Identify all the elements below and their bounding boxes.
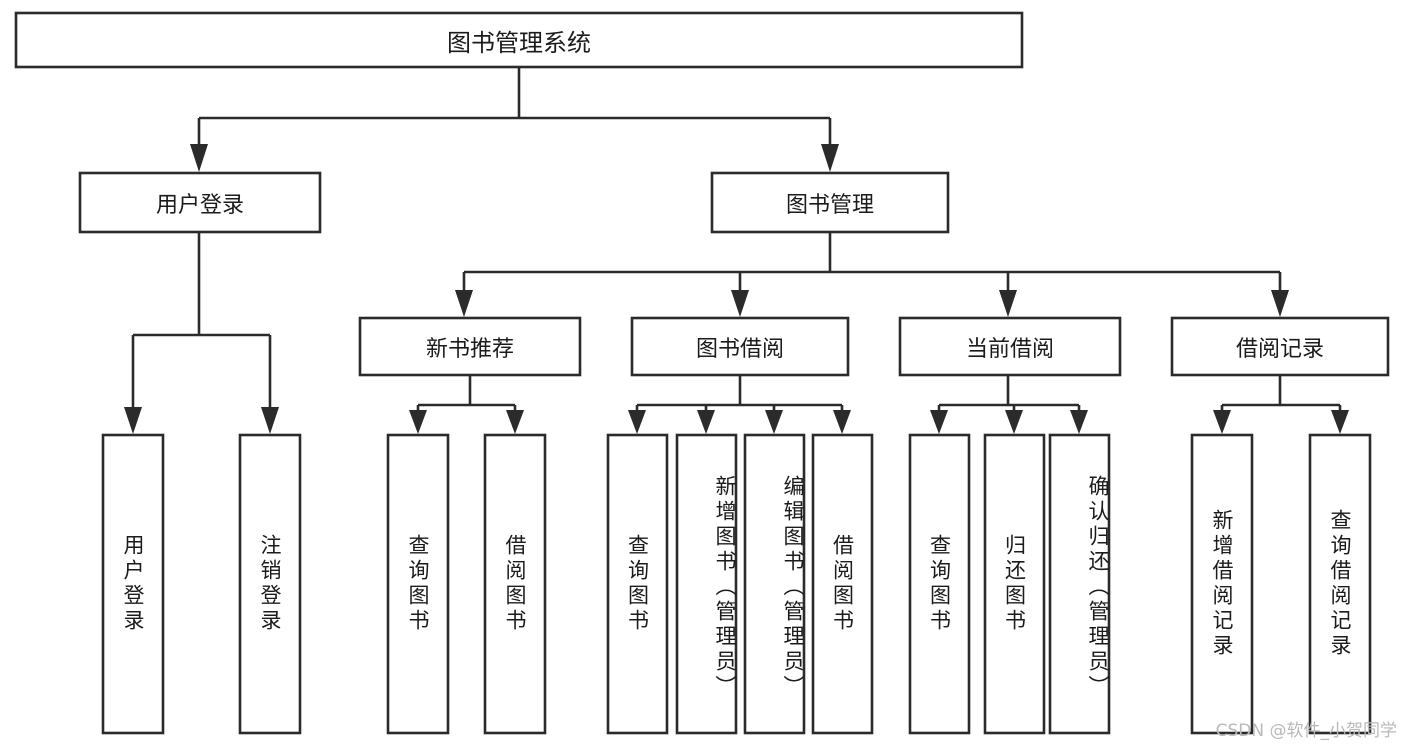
node-box-leaf-current-borrow-2[interactable] bbox=[1048, 433, 1111, 735]
watermark-text: CSDN @软件_小贺同学 bbox=[1215, 721, 1397, 741]
node-box-leaf-book-borrow-1[interactable] bbox=[675, 433, 738, 735]
node-box-leaf-book-borrow-3[interactable] bbox=[811, 433, 874, 735]
connector-book-manage-to-level3 bbox=[455, 232, 1289, 317]
node-box-leaf-current-borrow-0[interactable] bbox=[908, 433, 971, 735]
arrow-head-leaf-user-login-0 bbox=[124, 407, 142, 434]
arrow-head-leaf-book-borrow-3 bbox=[833, 410, 851, 434]
node-box-current-borrow[interactable] bbox=[898, 316, 1122, 377]
arrow-head-new-book-recommend bbox=[455, 290, 473, 317]
arrow-head-leaf-current-borrow-2 bbox=[1070, 410, 1088, 434]
arrow-head-leaf-current-borrow-0 bbox=[930, 410, 948, 434]
arrow-head-borrow-record bbox=[1271, 290, 1289, 317]
connector-book-borrow-to-leaves bbox=[628, 375, 851, 434]
node-box-book-borrow[interactable] bbox=[630, 316, 850, 377]
node-box-leaf-new-book-0[interactable] bbox=[386, 433, 450, 735]
node-box-book-manage[interactable] bbox=[710, 171, 950, 234]
node-box-leaf-borrow-record-0[interactable] bbox=[1190, 433, 1254, 735]
connector-root-to-level2 bbox=[190, 67, 839, 172]
connector-new-book-to-leaves bbox=[409, 375, 524, 434]
connector-borrow-record-to-leaves bbox=[1213, 375, 1349, 434]
node-box-leaf-borrow-record-1[interactable] bbox=[1308, 433, 1372, 735]
node-box-root[interactable] bbox=[14, 11, 1024, 69]
arrow-head-leaf-current-borrow-1 bbox=[1005, 410, 1023, 434]
arrow-head-book-manage bbox=[821, 144, 839, 172]
arrow-head-leaf-user-login-1 bbox=[261, 407, 279, 434]
connector-user-login-to-leaves bbox=[124, 232, 279, 434]
arrow-head-leaf-book-borrow-0 bbox=[628, 410, 646, 434]
arrow-head-leaf-book-borrow-1 bbox=[697, 410, 715, 434]
connector-current-borrow-to-leaves bbox=[930, 375, 1088, 434]
node-box-leaf-book-borrow-2[interactable] bbox=[743, 433, 806, 735]
arrow-head-leaf-book-borrow-2 bbox=[765, 410, 783, 434]
node-box-leaf-book-borrow-0[interactable] bbox=[606, 433, 669, 735]
arrow-head-current-borrow bbox=[999, 290, 1017, 317]
node-box-new-book-recommend[interactable] bbox=[358, 316, 582, 377]
arrow-head-leaf-borrow-record-0 bbox=[1213, 410, 1231, 434]
node-box-user-login[interactable] bbox=[78, 171, 322, 234]
node-box-leaf-current-borrow-1[interactable] bbox=[983, 433, 1046, 735]
arrow-head-leaf-borrow-record-1 bbox=[1331, 410, 1349, 434]
node-box-borrow-record[interactable] bbox=[1170, 316, 1390, 377]
arrow-head-leaf-new-book-0 bbox=[409, 410, 427, 434]
node-box-leaf-user-login-1[interactable] bbox=[238, 433, 302, 735]
node-box-leaf-new-book-1[interactable] bbox=[483, 433, 547, 735]
arrow-head-leaf-new-book-1 bbox=[506, 410, 524, 434]
arrow-head-book-borrow bbox=[731, 290, 749, 317]
arrow-head-user-login bbox=[190, 144, 208, 172]
node-box-leaf-user-login-0[interactable] bbox=[101, 433, 165, 735]
